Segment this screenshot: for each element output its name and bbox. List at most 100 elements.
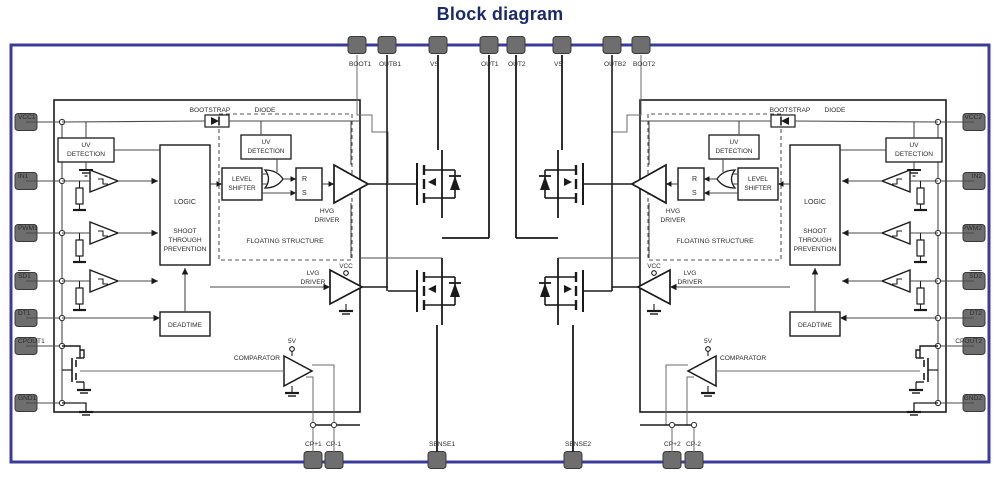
left-shoot-line2: THROUGH bbox=[168, 237, 202, 244]
pin-label: PWM2 bbox=[962, 225, 982, 232]
pin-group-top bbox=[347, 36, 651, 54]
left-logic-label: LOGIC bbox=[174, 199, 196, 206]
right-hvg-driver: HVG DRIVER bbox=[612, 121, 686, 258]
pin-cpm2-bottom-5[interactable] bbox=[684, 451, 704, 469]
left-internal-wires bbox=[26, 121, 63, 404]
right-uv-detection-block: UV DETECTION bbox=[840, 122, 943, 177]
left-deadtime-label: DEADTIME bbox=[168, 322, 203, 329]
pin-label: CP+1 bbox=[305, 441, 322, 448]
right-logic-label: LOGIC bbox=[804, 199, 826, 206]
pin-label: BOOT2 bbox=[633, 61, 656, 68]
pin-vs-top-2[interactable] bbox=[428, 36, 448, 54]
right-5v-label: 5V bbox=[704, 338, 713, 345]
left-ls-line2: SHIFTER bbox=[228, 185, 256, 192]
right-comparator-label: COMPARATOR bbox=[720, 355, 766, 362]
left-channel-body bbox=[53, 99, 361, 413]
pin-boot1-top-0[interactable] bbox=[347, 36, 367, 54]
pin-label: SENSE2 bbox=[565, 441, 591, 448]
pin-outb2-top-6[interactable] bbox=[602, 36, 622, 54]
left-5v-label: 5V bbox=[288, 338, 297, 345]
left-or-gate bbox=[262, 169, 296, 189]
right-deadtime-block: DEADTIME bbox=[789, 268, 938, 337]
pin-sense2-bottom-3[interactable] bbox=[563, 451, 583, 469]
pin-label: IN1 bbox=[18, 173, 29, 180]
pin-label: PWM1 bbox=[18, 225, 38, 232]
pin-vs-top-5[interactable] bbox=[552, 36, 572, 54]
pin-label: SD1 bbox=[18, 273, 31, 280]
right-input-buffers bbox=[842, 168, 938, 312]
left-shoot-line1: SHOOT bbox=[173, 228, 196, 235]
right-uvf-line2: DETECTION bbox=[716, 148, 753, 155]
pin-boot2-top-7[interactable] bbox=[631, 36, 651, 54]
pin-sense1-bottom-2[interactable] bbox=[427, 451, 447, 469]
right-uv-line1: UV bbox=[909, 142, 919, 149]
right-uv-line2: DETECTION bbox=[895, 151, 933, 158]
pin-label: SENSE1 bbox=[429, 441, 455, 448]
left-hvg-driver: HVG DRIVER bbox=[315, 121, 388, 258]
right-floating-structure: FLOATING STRUCTURE bbox=[647, 113, 782, 261]
right-uvf-line1: UV bbox=[730, 139, 740, 146]
right-deadtime-label: DEADTIME bbox=[798, 322, 833, 329]
left-cpout-transistor bbox=[62, 345, 93, 416]
left-floating-label: FLOATING STRUCTURE bbox=[246, 238, 324, 245]
package-outline bbox=[9, 43, 991, 464]
half-bridge-2 bbox=[515, 55, 642, 452]
right-lvg-line2: DRIVER bbox=[678, 279, 703, 286]
pin-label: GND2 bbox=[964, 395, 983, 402]
right-or-gate bbox=[704, 169, 738, 189]
left-bootstrap-label: BOOTSTRAP bbox=[190, 107, 231, 114]
left-comparator-label: COMPARATOR bbox=[234, 355, 280, 362]
right-comparator: COMPARATOR 5V bbox=[665, 338, 920, 425]
pin-label: CP-2 bbox=[686, 441, 701, 448]
pin-label: OUT1 bbox=[481, 61, 499, 68]
ls2-mosfet bbox=[539, 258, 612, 325]
pin-cpp1-bottom-0[interactable] bbox=[303, 451, 323, 469]
right-hvg-line2: DRIVER bbox=[661, 217, 686, 224]
right-level-shifter-block: LEVEL SHIFTER bbox=[737, 167, 790, 201]
pin-label: BOOT1 bbox=[349, 61, 372, 68]
right-cpout-transistor bbox=[907, 345, 938, 416]
pin-label: GND1 bbox=[18, 395, 37, 402]
right-lvg-line1: LVG bbox=[684, 270, 697, 277]
right-latch-s: S bbox=[692, 190, 697, 197]
pin-label: CP-1 bbox=[326, 441, 341, 448]
pin-label: OUT2 bbox=[508, 61, 526, 68]
pin-label: CPOUT1 bbox=[18, 338, 45, 345]
right-shoot-line1: SHOOT bbox=[803, 228, 826, 235]
half-bridge-1 bbox=[356, 55, 490, 452]
right-diode-label: DIODE bbox=[825, 107, 846, 114]
pin-label: VCC1 bbox=[18, 114, 36, 121]
left-shoot-line3: PREVENTION bbox=[164, 246, 207, 253]
left-latch-s: S bbox=[302, 190, 307, 197]
page-title: Block diagram bbox=[436, 4, 564, 24]
left-bootstrap-diode: BOOTSTRAP DIODE bbox=[61, 107, 360, 128]
left-level-shifter-block: LEVEL SHIFTER bbox=[210, 167, 263, 201]
right-latch-r: R bbox=[692, 176, 697, 183]
right-lvg-vcc: VCC bbox=[647, 263, 661, 270]
pin-label: VS bbox=[430, 61, 439, 68]
pin-label: OUTB1 bbox=[379, 61, 401, 68]
right-ls-line2: SHIFTER bbox=[744, 185, 772, 192]
left-logic-block: LOGIC SHOOT THROUGH PREVENTION bbox=[159, 144, 211, 266]
left-lvg-line1: LVG bbox=[307, 270, 320, 277]
right-lvg-driver: LVG DRIVER VCC bbox=[612, 263, 790, 315]
left-floating-structure: FLOATING STRUCTURE bbox=[218, 113, 353, 261]
left-uv-line1: UV bbox=[81, 142, 91, 149]
right-internal-wires bbox=[937, 121, 974, 404]
pin-label: CPOUT2 bbox=[955, 338, 982, 345]
pin-outb1-top-1[interactable] bbox=[377, 36, 397, 54]
right-uv-detection-floating: UV DETECTION bbox=[708, 121, 760, 172]
pin-out1-top-3[interactable] bbox=[479, 36, 499, 54]
pin-group-right bbox=[962, 113, 986, 412]
left-input-buffers bbox=[62, 168, 158, 312]
pin-cpp2-bottom-4[interactable] bbox=[662, 451, 682, 469]
pin-cpm1-bottom-1[interactable] bbox=[324, 451, 344, 469]
left-lvg-driver: LVG DRIVER VCC bbox=[210, 263, 388, 315]
pin-group-left bbox=[14, 113, 38, 412]
right-logic-block: LOGIC SHOOT THROUGH PREVENTION bbox=[789, 144, 841, 266]
left-ls-line1: LEVEL bbox=[232, 176, 252, 183]
pin-out2-top-4[interactable] bbox=[506, 36, 526, 54]
